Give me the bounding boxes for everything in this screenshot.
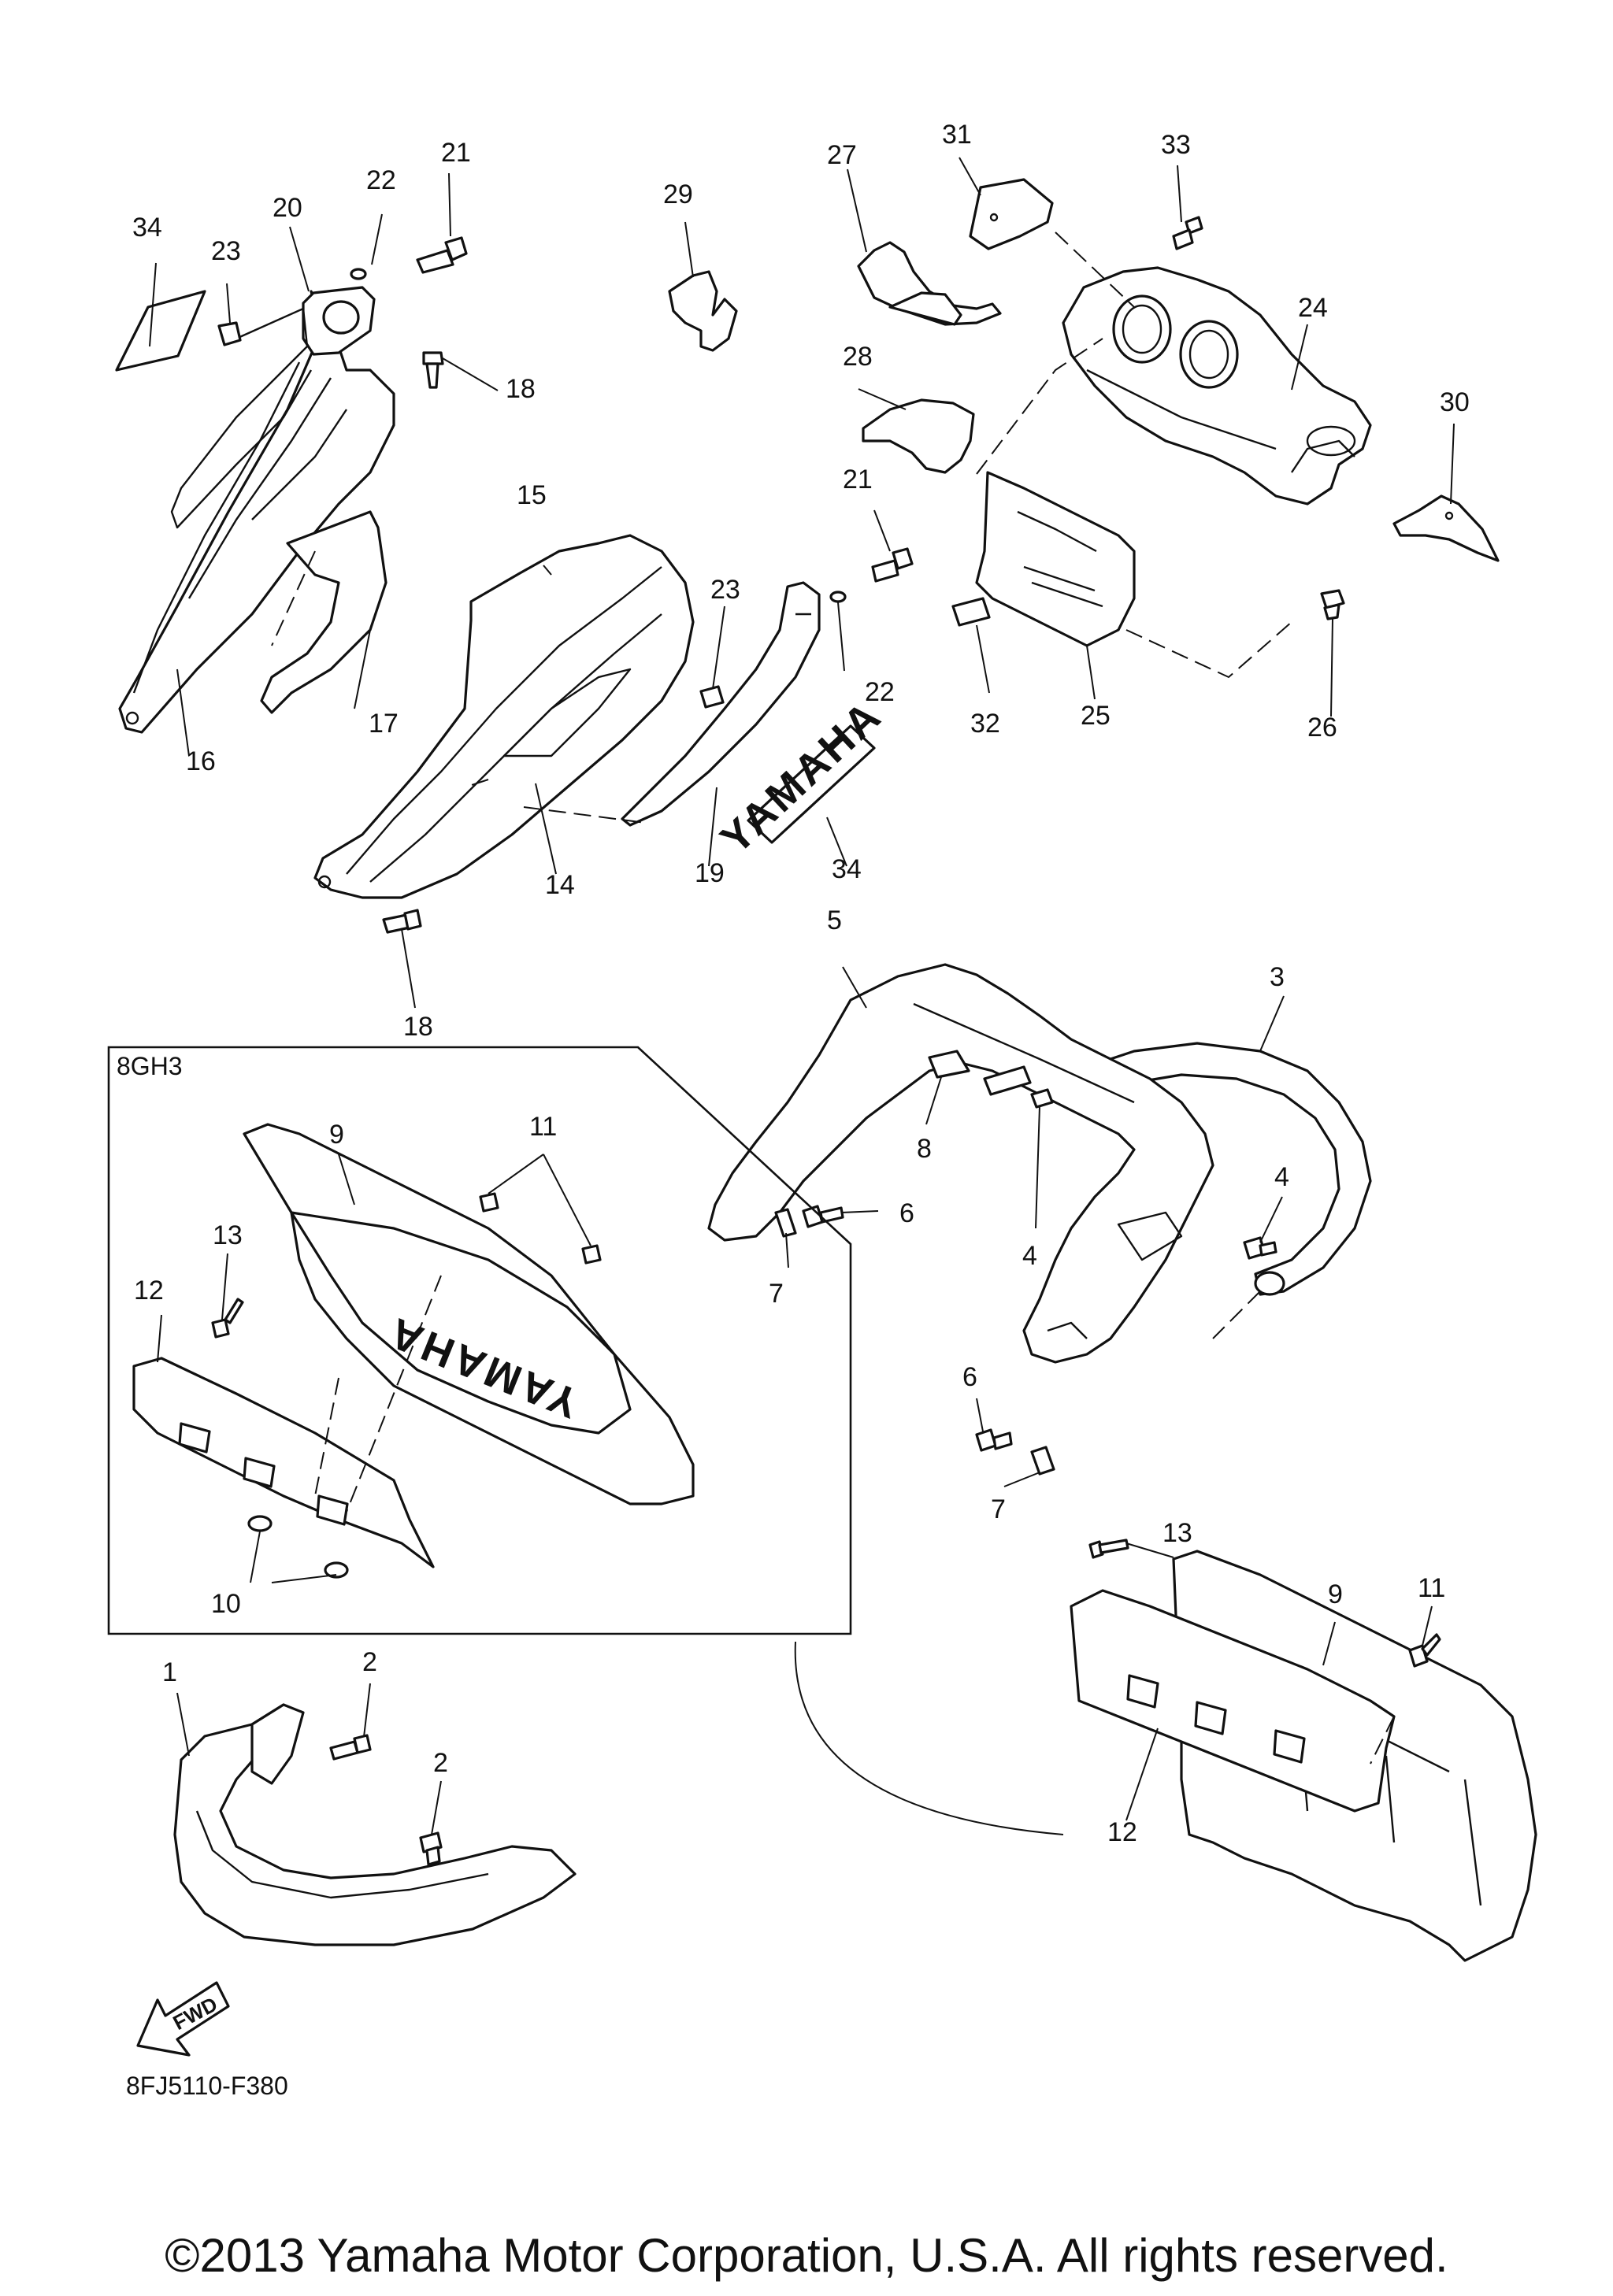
callout-27: 27 [827, 140, 857, 170]
part-20-bracket [170, 286, 376, 529]
part-5-front-frame [707, 963, 1214, 1364]
inset-part-10-washers [247, 1515, 349, 1579]
part-11-rivet-right [1408, 1633, 1441, 1668]
part-25-panel [975, 471, 1136, 647]
part-23-nut-left [217, 321, 242, 346]
parts-diagram: YAMAHA [107, 120, 1537, 2100]
callout-10-inset: 10 [211, 1589, 241, 1619]
callout-34-center: 34 [832, 854, 862, 884]
part-7-clip-lower [1030, 1446, 1055, 1476]
callout-6-upper: 6 [899, 1198, 914, 1228]
callout-20: 20 [273, 193, 302, 223]
copyright-notice: ©2013 Yamaha Motor Corporation, U.S.A. A… [165, 2229, 1448, 2282]
callout-13-right: 13 [1162, 1518, 1192, 1548]
callout-28: 28 [843, 342, 873, 372]
callout-16: 16 [186, 746, 216, 776]
callout-9-inset: 9 [329, 1120, 344, 1150]
part-31-cap [969, 178, 1054, 250]
callout-7-upper: 7 [769, 1279, 784, 1309]
part-22-washer-left [350, 268, 367, 280]
callout-12-inset: 12 [134, 1276, 164, 1305]
callout-23-left: 23 [211, 236, 241, 266]
part-21-bolt-left [416, 236, 468, 274]
part-28-cover [862, 398, 975, 474]
callout-21-left: 21 [441, 138, 471, 168]
callouts: 34 23 20 22 21 18 16 17 15 23 22 21 14 1… [132, 120, 1470, 1847]
callout-14: 14 [545, 870, 575, 900]
callout-2-upper: 2 [362, 1647, 377, 1677]
callout-30: 30 [1440, 387, 1470, 417]
part-8-stopper [928, 1050, 970, 1079]
callout-23-center: 23 [710, 575, 740, 605]
figure-code: 8FJ5110-F380 [126, 2072, 288, 2100]
callout-12-right: 12 [1107, 1817, 1137, 1847]
callout-18-bottom: 18 [403, 1012, 433, 1042]
part-29-cover-piece [668, 270, 738, 352]
callout-4-upper: 4 [1022, 1241, 1037, 1271]
part-23-nut-center [699, 685, 725, 709]
fwd-arrow-icon: FWD [136, 1981, 230, 2057]
callout-17: 17 [369, 709, 399, 739]
part-13-rivet-right [1088, 1539, 1129, 1559]
part-26-grommet [1320, 589, 1345, 620]
inset-part-13-rivet [211, 1298, 244, 1339]
inset-part-11-rivets [479, 1192, 602, 1265]
callout-2-lower: 2 [433, 1748, 448, 1778]
callout-18-top: 18 [506, 374, 536, 404]
callout-24: 24 [1298, 293, 1328, 323]
part-27-shroud [857, 241, 1002, 326]
callout-6-lower: 6 [962, 1362, 977, 1392]
alignment-lines [271, 231, 1395, 1835]
callout-11-right: 11 [1418, 1573, 1445, 1603]
callout-32: 32 [970, 709, 1000, 739]
callout-5: 5 [827, 905, 842, 935]
callout-29: 29 [663, 180, 693, 209]
callout-31: 31 [942, 120, 972, 150]
inset-part-12-mount-plate [132, 1357, 435, 1568]
part-18-screw-top [422, 351, 444, 389]
inset-frame-8gh3 [107, 1046, 852, 1635]
callout-19: 19 [695, 858, 725, 888]
callout-7-lower: 7 [991, 1494, 1006, 1524]
part-21-bolt-center [871, 547, 914, 583]
part-7-clip-upper [774, 1208, 797, 1238]
part-2-bolt-upper [329, 1734, 372, 1761]
callout-3: 3 [1270, 962, 1285, 992]
callout-9-right: 9 [1328, 1579, 1343, 1609]
callout-25: 25 [1081, 701, 1111, 731]
part-22-washer-center [829, 591, 847, 603]
callout-26: 26 [1307, 713, 1337, 742]
part-24-meter-housing [1062, 266, 1372, 505]
callout-22-center: 22 [865, 677, 895, 707]
part-30-trim [1392, 494, 1500, 562]
part-6-bolt-upper [802, 1205, 844, 1228]
part-16-side-cowl [118, 290, 395, 734]
part-18-screw-bottom [382, 909, 422, 934]
callout-21-center: 21 [843, 465, 873, 494]
part-17-inner-panel [260, 510, 387, 714]
part-19-side-cover [621, 581, 821, 827]
callout-33: 33 [1161, 130, 1191, 160]
part-1-front-bumper [173, 1703, 577, 1946]
part-3-bumper-bar [1085, 1042, 1372, 1296]
part-34-decal-left [115, 290, 206, 372]
callout-34-left: 34 [132, 213, 162, 243]
part-32-pad [951, 597, 991, 627]
callout-22-left: 22 [366, 165, 396, 195]
leader-lines [149, 157, 1455, 1835]
part-4-bolt-right [1243, 1236, 1277, 1260]
callout-1: 1 [162, 1657, 177, 1687]
callout-13-inset: 13 [213, 1220, 243, 1250]
callout-4-right: 4 [1274, 1162, 1289, 1192]
part-12-mount-plate [1070, 1589, 1396, 1813]
part-4-bolt-upper [983, 1065, 1054, 1109]
inset-label: 8GH3 [117, 1052, 183, 1080]
part-6-bolt-lower [975, 1428, 1013, 1452]
callout-11-inset: 11 [529, 1112, 557, 1142]
part-33-screw [1172, 216, 1203, 250]
callout-15: 15 [517, 480, 547, 510]
part-2-bolt-lower [419, 1831, 443, 1866]
part-15-front-cowl [313, 534, 695, 899]
callout-8: 8 [917, 1134, 932, 1164]
